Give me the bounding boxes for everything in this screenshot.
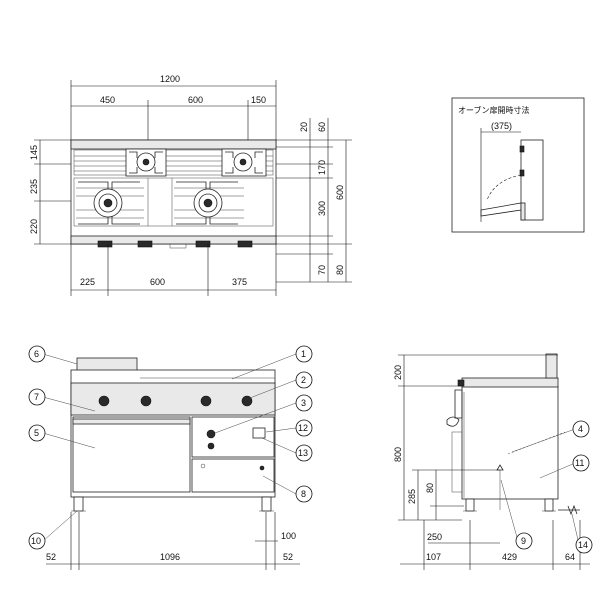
dim-front-100: 100 [281, 531, 296, 541]
front-view: 52 1096 52 100 6 7 5 10 1 2 [28, 345, 313, 570]
front-knobs [98, 395, 253, 407]
dim-right-60: 60 [317, 122, 327, 132]
oven-door-inset: オーブン扉開時寸法 (375) [451, 97, 585, 233]
dim-left-220: 220 [29, 219, 39, 234]
callout-12: 12 [298, 423, 308, 433]
callout-6: 6 [34, 349, 39, 359]
dim-side-80: 80 [425, 483, 435, 493]
dim-right-20: 20 [299, 122, 309, 132]
dim-width-left: 450 [100, 95, 115, 105]
dim-right-170: 170 [317, 160, 327, 175]
side-view: 200 800 285 80 250 107 429 64 4 11 9 [393, 353, 593, 570]
callout-8: 8 [301, 489, 306, 499]
dim-side-107: 107 [426, 552, 441, 562]
large-burner-left [76, 181, 144, 225]
callout-4: 4 [578, 424, 583, 434]
dim-side-200: 200 [393, 365, 403, 380]
dim-depth-600: 600 [335, 185, 345, 200]
dim-right-80: 80 [335, 265, 345, 275]
dim-width-total: 1200 [160, 74, 180, 84]
callout-1: 1 [301, 349, 306, 359]
small-burner-left [125, 148, 167, 177]
top-view: 1200 450 600 150 [29, 74, 352, 296]
inset-title: オーブン扉開時寸法 [458, 105, 530, 115]
dim-side-285: 285 [407, 489, 417, 504]
callout-13: 13 [298, 448, 308, 458]
dim-right-300: 300 [317, 201, 327, 216]
small-burner-right [221, 148, 267, 177]
callout-5: 5 [34, 428, 39, 438]
dim-width-mid: 600 [188, 95, 203, 105]
dim-width-right: 150 [251, 95, 266, 105]
dim-side-250: 250 [427, 532, 442, 542]
dim-front-52-left: 52 [46, 552, 56, 562]
dim-left-145: 145 [29, 145, 39, 160]
dim-front-52-right: 52 [283, 552, 293, 562]
dim-side-429: 429 [502, 552, 517, 562]
dim-side-64: 64 [565, 552, 575, 562]
dim-right-70: 70 [317, 265, 327, 275]
dim-bottom-600: 600 [150, 277, 165, 287]
callout-2: 2 [301, 375, 306, 385]
callout-9: 9 [521, 536, 526, 546]
callout-3: 3 [301, 398, 306, 408]
callout-14: 14 [578, 540, 588, 550]
inset-dim: (375) [491, 121, 512, 131]
callout-11: 11 [575, 458, 584, 468]
dim-left-235: 235 [29, 179, 39, 194]
dim-front-1096: 1096 [160, 552, 180, 562]
dim-bottom-375: 375 [232, 277, 247, 287]
dim-side-800: 800 [393, 447, 403, 462]
callout-7: 7 [34, 392, 39, 402]
large-burner-right [174, 181, 244, 225]
callout-10: 10 [31, 536, 41, 546]
dim-bottom-225: 225 [80, 277, 95, 287]
